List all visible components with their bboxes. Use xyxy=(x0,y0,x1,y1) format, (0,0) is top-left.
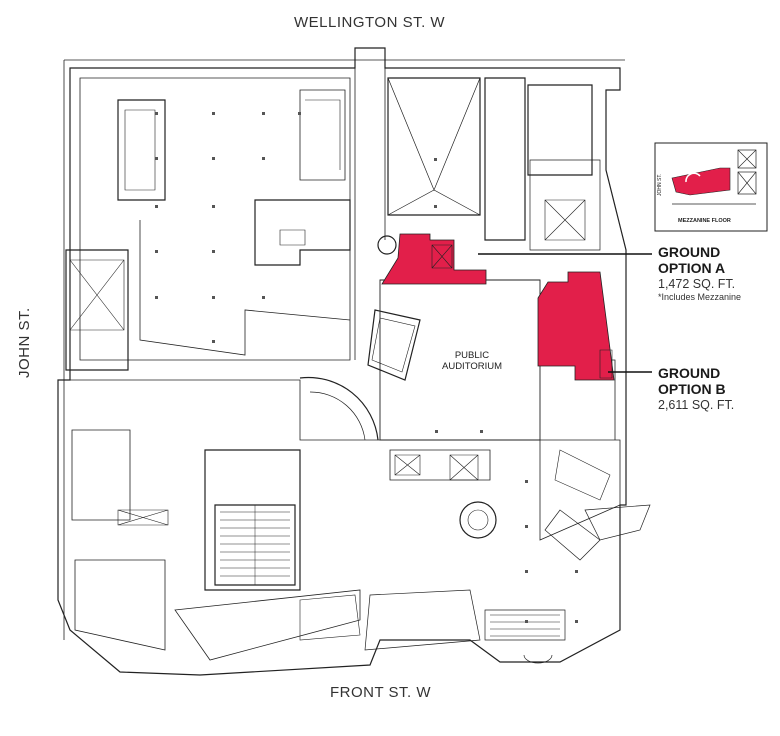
option-a-detail xyxy=(431,244,453,269)
option-b-legend[interactable]: GROUND OPTION B 2,611 SQ. FT. xyxy=(658,365,734,413)
mezzanine-inset xyxy=(654,142,768,232)
option-a-note: *Includes Mezzanine xyxy=(658,292,742,302)
option-a-area-text: 1,472 SQ. FT. xyxy=(658,277,736,291)
callout-lines xyxy=(478,253,652,373)
street-label-front: FRONT ST. W xyxy=(330,684,432,701)
street-label-wellington: WELLINGTON ST. W xyxy=(294,14,446,31)
inset-street-label: JOHN ST. xyxy=(657,173,663,196)
option-b-title-line1: GROUND xyxy=(658,365,721,381)
option-a-legend[interactable]: GROUND OPTION A 1,472 SQ. FT. *Includes … xyxy=(658,244,741,302)
inset-open-label: OPEN TO BELOW xyxy=(692,196,735,202)
public-auditorium-label: PUBLIC AUDITORIUM xyxy=(442,350,502,372)
building-outline xyxy=(57,47,651,676)
option-b-title-line2: OPTION B xyxy=(658,381,726,397)
column-grid xyxy=(155,112,578,623)
option-b-area[interactable] xyxy=(537,271,615,381)
option-a-title-line2: OPTION A xyxy=(658,260,726,276)
option-a-area[interactable] xyxy=(381,233,487,285)
inset-caption: MEZZANINE FLOOR xyxy=(678,218,731,224)
option-b-detail xyxy=(599,349,613,379)
option-b-area-text: 2,611 SQ. FT. xyxy=(658,398,735,412)
option-a-title-line1: GROUND xyxy=(658,244,721,260)
